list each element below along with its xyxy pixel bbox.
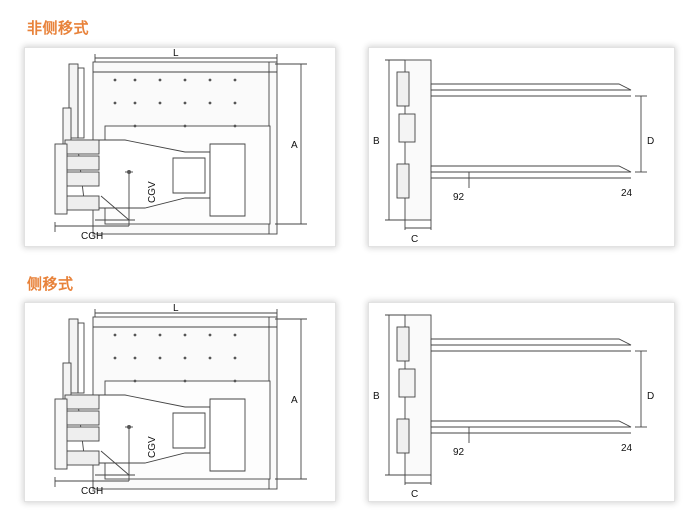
section-title-sideshift: 侧移式 <box>27 276 74 293</box>
dim-label-cgh: CGH <box>81 486 103 497</box>
section-title-non-sideshift: 非侧移式 <box>27 20 90 37</box>
dim-label-92: 92 <box>453 447 465 458</box>
dim-label-l: L <box>173 48 179 59</box>
dim-label-d: D <box>647 391 654 402</box>
dim-label-cgv: CGV <box>147 181 158 203</box>
dim-label-b: B <box>373 391 380 402</box>
front-view-drawing: B D 92 24 C <box>373 314 654 500</box>
side-view-drawing: L A CGV CGH <box>54 303 307 497</box>
dim-label-24: 24 <box>621 443 633 454</box>
front-view-drawing: B D 92 24 C <box>373 59 654 245</box>
dim-label-c: C <box>411 234 418 245</box>
dim-label-92: 92 <box>453 192 465 203</box>
dim-label-24: 24 <box>621 188 633 199</box>
dim-label-a: A <box>291 395 298 406</box>
dim-label-a: A <box>291 140 298 151</box>
front-view-panel: B D 92 24 C <box>368 47 675 247</box>
side-view-drawing: L A CGV CGH <box>54 48 307 242</box>
front-view-panel: B D 92 24 C <box>368 302 675 502</box>
dim-label-d: D <box>647 136 654 147</box>
side-view-panel: L A CGV CGH <box>24 47 336 247</box>
dim-label-l: L <box>173 303 179 314</box>
dim-label-cgv: CGV <box>147 436 158 458</box>
side-view-panel: L A CGV CGH <box>24 302 336 502</box>
dim-label-cgh: CGH <box>81 231 103 242</box>
dim-label-b: B <box>373 136 380 147</box>
dim-label-c: C <box>411 489 418 500</box>
